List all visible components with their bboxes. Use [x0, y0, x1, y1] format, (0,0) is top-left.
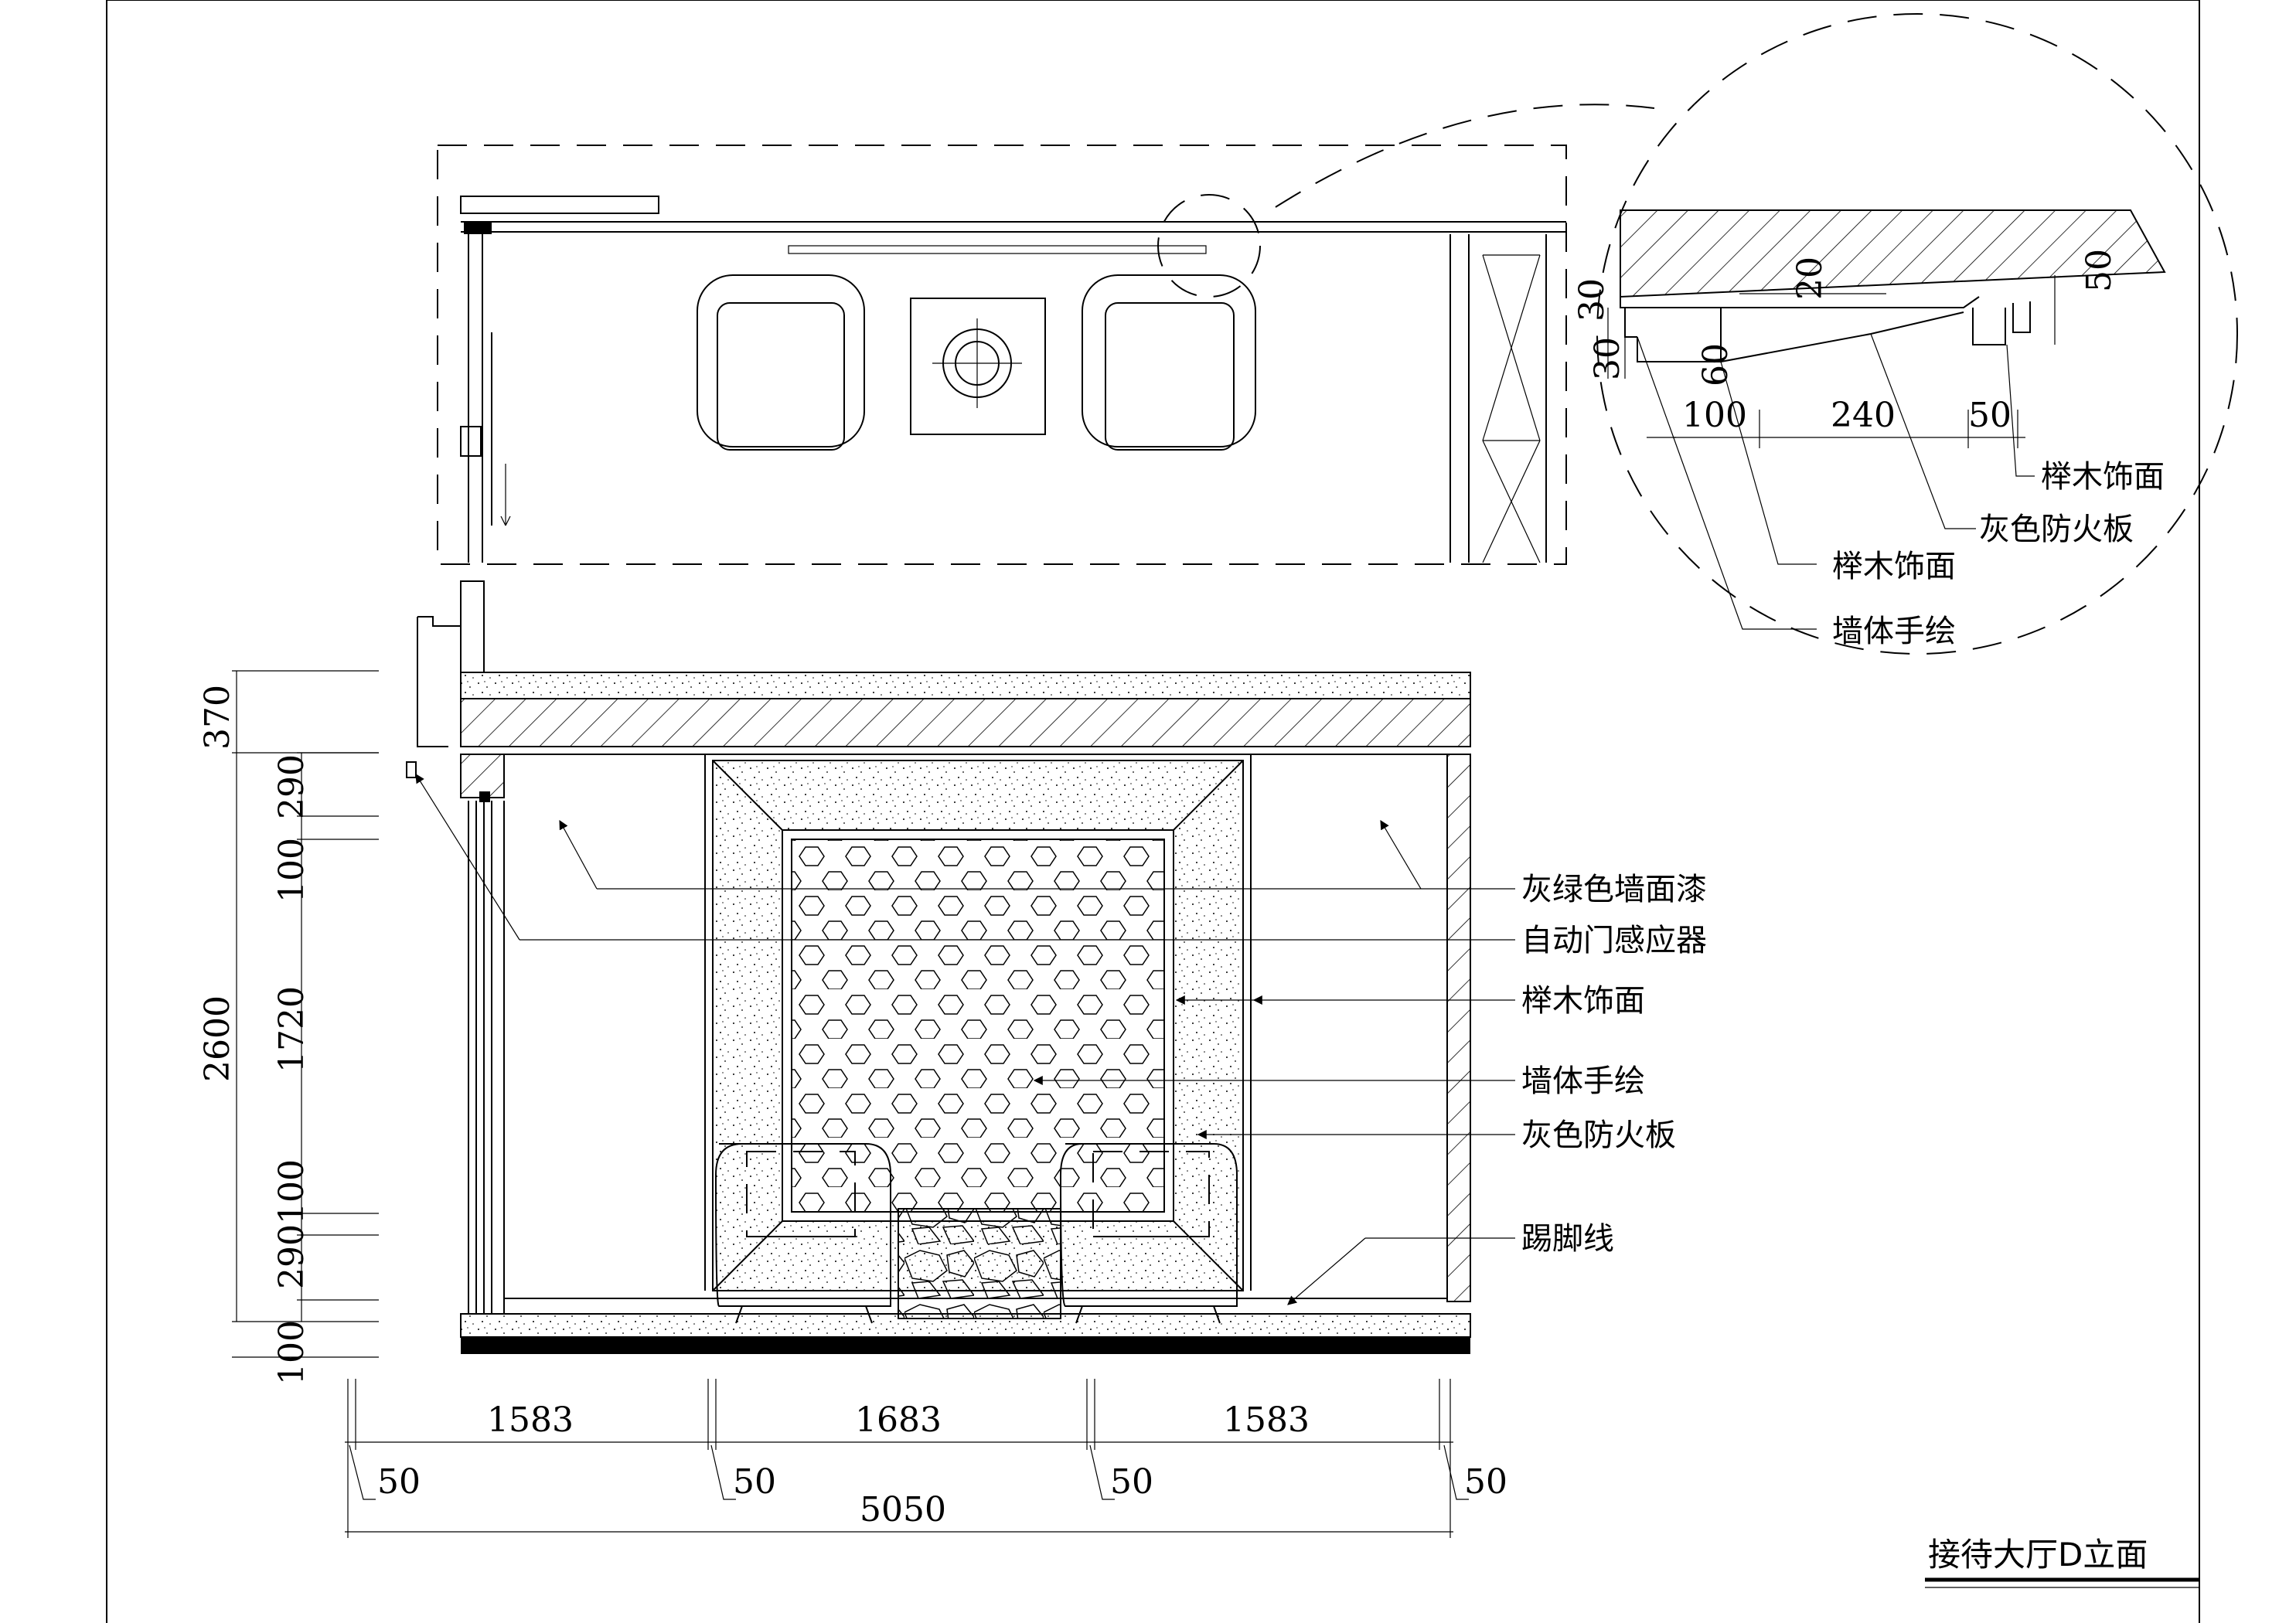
detail-dim-50-bottom: 50: [1968, 396, 2012, 435]
callout-hand-painted: 墙体手绘: [1521, 1063, 1645, 1099]
detail-callout-grey-board: 灰色防火板: [1979, 512, 2134, 547]
floor-slab: [461, 1337, 1470, 1354]
feature-panel: [712, 760, 1244, 1319]
detail-callout-wall-paint: 墙体手绘: [1832, 614, 1956, 649]
vdim-1720: 1720: [272, 986, 312, 1073]
hdim-50-1: 50: [377, 1462, 421, 1502]
elevation-view: 灰绿色墙面漆 自动门感应器 榉木饰面 墙体手绘 灰色防火板 踢脚线 370 26…: [198, 580, 1707, 1538]
hand-painted-wall: [791, 839, 1165, 1213]
plan-dashed-outline: [437, 145, 1567, 565]
ceiling-slab: [460, 698, 1471, 747]
callout-door-sensor: 自动门感应器: [1521, 923, 1707, 958]
detail-callout-beech-1: 榉木饰面: [2041, 459, 2165, 495]
detail-dim-20: 20: [1790, 257, 1830, 300]
detail-marker-circle: [1157, 194, 1261, 298]
hdim-1583-right: 1583: [1223, 1400, 1310, 1440]
drawing-frame: [106, 0, 2200, 1623]
armchair-left: [697, 274, 865, 451]
armchair-right: [1082, 274, 1256, 451]
ceiling-finish: [460, 672, 1471, 699]
detail-dim-50-top: 50: [2080, 249, 2119, 292]
callout-grey-board: 灰色防火板: [1521, 1118, 1676, 1153]
detail-dashed-circle: [1596, 13, 2238, 655]
detail-dim-30-b: 30: [1588, 337, 1627, 380]
side-table: [910, 298, 1046, 435]
detail-callout: 30 30 20 60 50 100 240 50 榉木饰面 灰色防火板 榉木饰…: [1572, 13, 2238, 655]
detail-dim-60: 60: [1696, 343, 1736, 386]
hdim-50-3: 50: [1110, 1462, 1153, 1502]
detail-dim-240: 240: [1831, 396, 1896, 435]
vdim-100-top: 100: [272, 838, 312, 903]
plan-right-door: [1449, 234, 1547, 563]
drawing-title: 接待大厅D立面: [1928, 1536, 2148, 1574]
callout-skirting: 踢脚线: [1521, 1221, 1614, 1257]
floor-finish: [460, 1313, 1471, 1338]
callout-wall-paint: 灰绿色墙面漆: [1521, 872, 1707, 907]
hdim-50-2: 50: [733, 1462, 776, 1502]
vdim-370: 370: [198, 685, 237, 750]
vdim-100-mid: 100: [272, 1159, 312, 1224]
detail-leader-curve: [1275, 104, 1655, 208]
vdim-290-bottom: 290: [272, 1224, 312, 1289]
hdim-50-4: 50: [1464, 1462, 1507, 1502]
stone-side-table: [898, 1208, 1061, 1319]
callout-beech-veneer: 榉木饰面: [1521, 983, 1645, 1019]
hdim-total-5050: 5050: [860, 1490, 946, 1529]
vdim-2600: 2600: [198, 995, 237, 1082]
vdim-100-bottom: 100: [272, 1320, 312, 1385]
detail-dim-30-a: 30: [1572, 278, 1612, 322]
detail-callout-beech-2: 榉木饰面: [1832, 549, 1956, 584]
plan-view: [437, 104, 1655, 565]
hdim-1583-left: 1583: [487, 1400, 574, 1440]
detail-dim-100: 100: [1682, 396, 1747, 435]
hdim-1683: 1683: [855, 1400, 942, 1440]
vdim-290-top: 290: [272, 754, 312, 819]
